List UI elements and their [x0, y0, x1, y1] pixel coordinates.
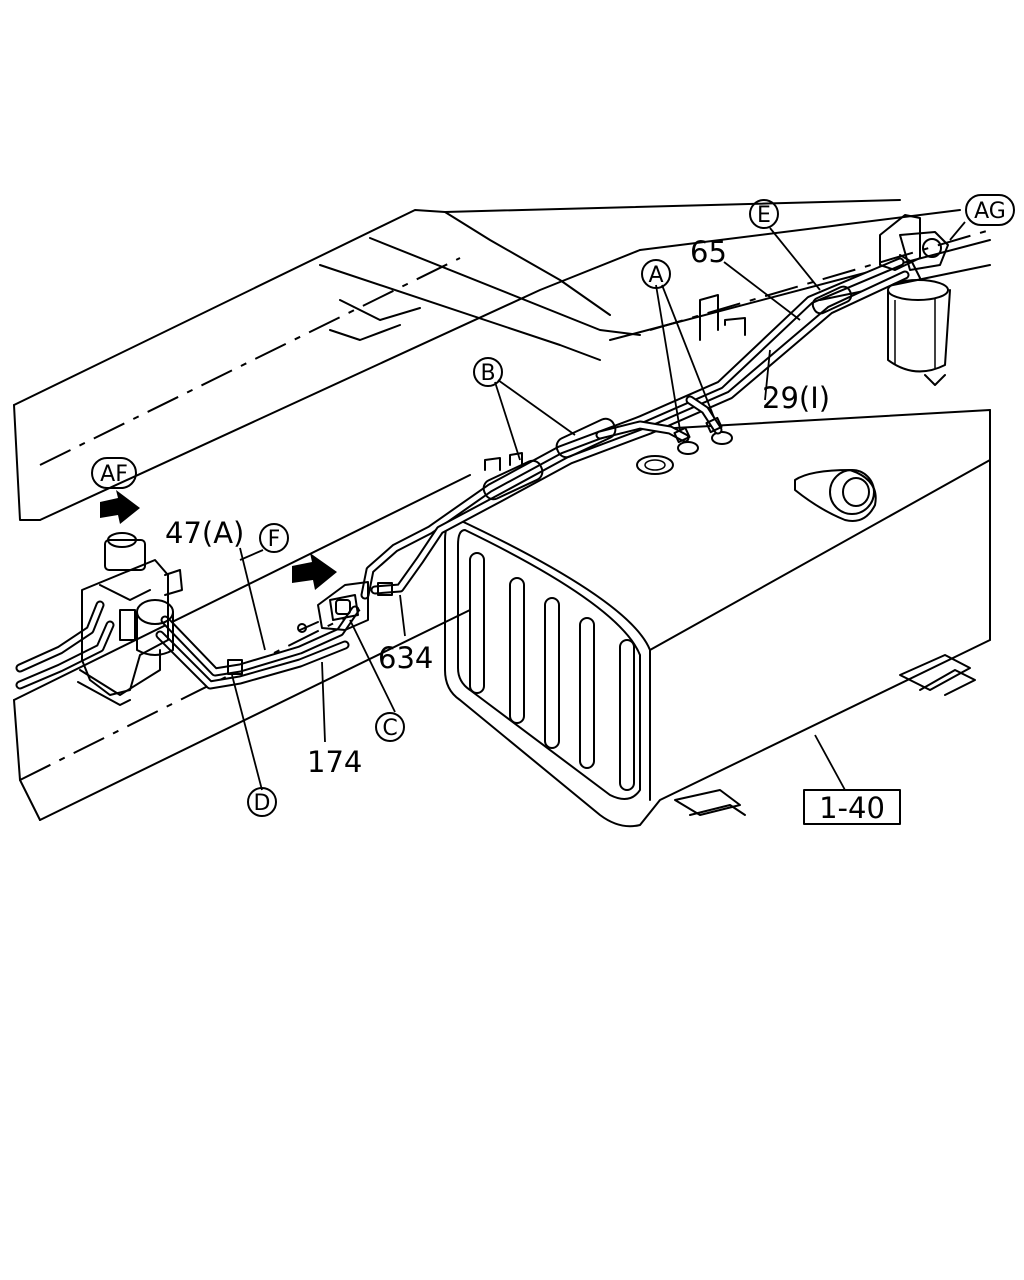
fuel-valve-center: [297, 581, 369, 633]
part-label-634: 634: [378, 641, 433, 675]
callout-a-letter: A: [648, 263, 663, 288]
part-label-65: 65: [690, 235, 727, 269]
callout-e: E: [749, 199, 779, 229]
callout-d-letter: D: [254, 791, 271, 816]
fuel-line-main: [15, 257, 910, 690]
callout-a: A: [641, 259, 671, 289]
reference-box-label: 1-40: [819, 791, 885, 825]
part-label-47: 47(A): [165, 516, 244, 550]
fuel-filter-right: [879, 214, 951, 386]
callout-ag: AG: [965, 194, 1015, 226]
callout-c: C: [375, 712, 405, 742]
frame-rail-lower: [13, 209, 991, 821]
fuel-tank: [444, 294, 991, 828]
callout-f-letter: F: [268, 527, 281, 552]
callout-ag-letters: AG: [974, 199, 1006, 224]
flow-arrow-center: [292, 553, 337, 590]
part-label-29: 29(I): [762, 381, 830, 415]
flow-arrow-af: [100, 490, 140, 524]
flow-arrows: [100, 490, 337, 590]
callout-af: AF: [91, 457, 137, 489]
callout-b: B: [473, 357, 503, 387]
fuel-filter-left: [77, 532, 183, 706]
callout-f: F: [259, 523, 289, 553]
part-label-174: 174: [307, 745, 362, 779]
leader-lines: [231, 221, 966, 791]
frame-rail-upper: [13, 199, 901, 521]
callout-e-letter: E: [757, 203, 771, 228]
callout-d: D: [247, 787, 277, 817]
callout-c-letter: C: [382, 716, 397, 741]
callout-b-letter: B: [480, 361, 495, 386]
callout-af-letters: AF: [100, 462, 128, 487]
reference-box: 1-40: [803, 789, 901, 825]
